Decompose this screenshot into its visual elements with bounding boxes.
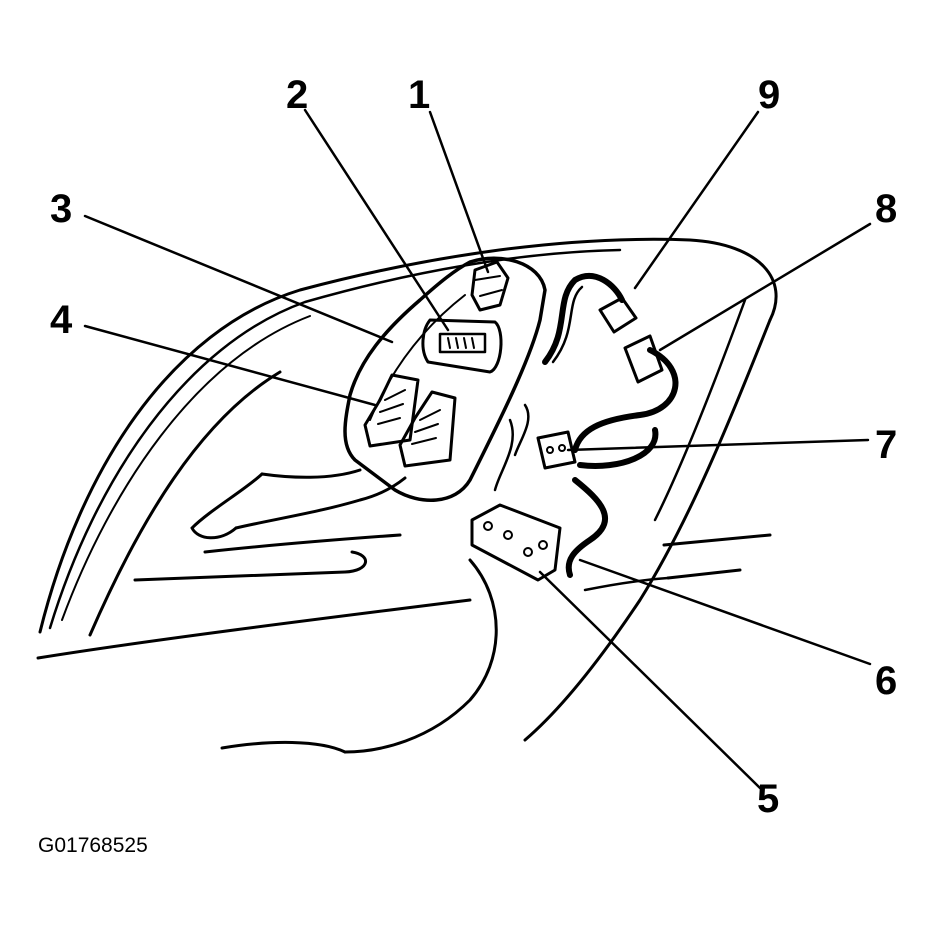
connector-mid: [623, 334, 664, 384]
connector-lower: [470, 503, 562, 582]
window-switch-panel: [343, 256, 547, 502]
connector-side: [536, 430, 577, 470]
door-lock-knob: [470, 260, 510, 312]
mirror-switch: [421, 318, 503, 374]
leader-lines: [83, 108, 872, 790]
callout-9: 9: [758, 73, 780, 117]
callout-6: 6: [875, 659, 897, 703]
wiring-harness: [493, 272, 679, 578]
connector-upper: [598, 296, 638, 334]
window-switch-left: [363, 373, 420, 448]
callout-1: 1: [408, 73, 430, 117]
callout-3: 3: [50, 187, 72, 231]
window-switch-right: [398, 390, 457, 468]
callout-2: 2: [286, 73, 308, 117]
callout-7: 7: [875, 423, 897, 467]
figure-id: G01768525: [38, 834, 148, 857]
callout-5: 5: [757, 777, 779, 821]
callout-4: 4: [50, 298, 73, 342]
callout-8: 8: [875, 187, 897, 231]
